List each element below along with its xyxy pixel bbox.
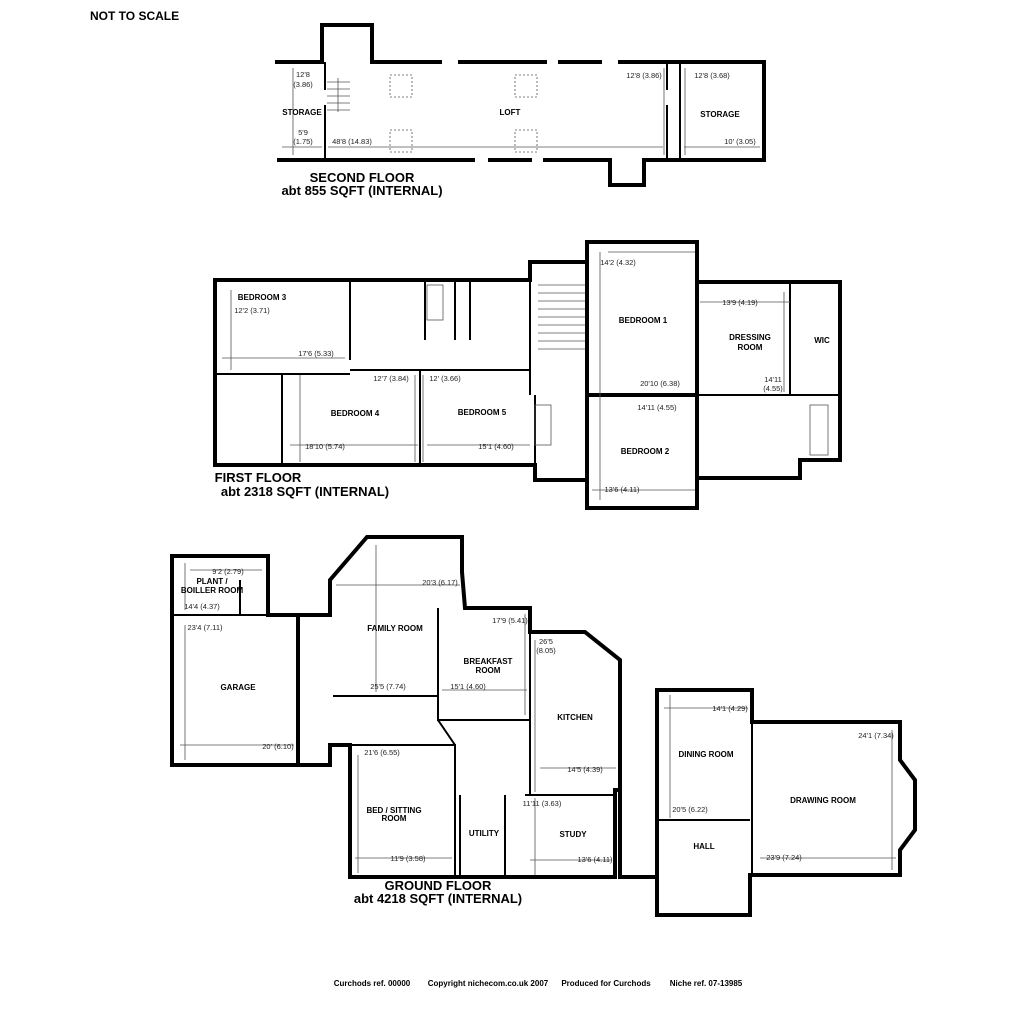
- room-label-study: STUDY: [559, 830, 587, 839]
- kitchen-dim-a: 26'5: [539, 637, 553, 646]
- footer: Curchods ref. 00000 Copyright nichecom.c…: [334, 979, 743, 988]
- storage-left-dim-width-metric: (1.75): [293, 137, 313, 146]
- breakfast-room-dim-a: 17'9 (5.41): [492, 616, 528, 625]
- ground-floor-title: GROUND FLOOR: [385, 878, 492, 893]
- bedroom-5-dim-b: 15'1 (4.60): [478, 442, 514, 451]
- ground-floor-area: abt 4218 SQFT (INTERNAL): [354, 891, 522, 906]
- room-label-hall: HALL: [693, 842, 714, 851]
- first-floor-plan: BEDROOM 3 12'2 (3.71) 17'6 (5.33) BEDROO…: [213, 240, 842, 510]
- room-label-bedroom-1: BEDROOM 1: [619, 316, 668, 325]
- dining-room-dim-a: 14'1 (4.29): [712, 704, 748, 713]
- plant-room-dim-a: 9'2 (2.79): [212, 567, 244, 576]
- storage-left-dim-height-metric: (3.86): [293, 80, 313, 89]
- room-label-bedroom-2: BEDROOM 2: [621, 447, 670, 456]
- room-label-bedroom-5: BEDROOM 5: [458, 408, 507, 417]
- kitchen-dim-b: 14'5 (4.39): [567, 765, 603, 774]
- first-floor-area: abt 2318 SQFT (INTERNAL): [221, 484, 389, 499]
- ground-floor-plan: 9'2 (2.79) PLANT / BOILLER ROOM 14'4 (4.…: [170, 535, 917, 917]
- bed-sitting-dim-a: 21'6 (6.55): [364, 748, 400, 757]
- drawing-room-dim-a: 24'1 (7.34): [858, 731, 894, 740]
- room-label-dressing: DRESSING: [729, 333, 771, 342]
- dressing-room-dim-a: 13'9 (4.19): [722, 298, 758, 307]
- room-label-storage-left: STORAGE: [282, 108, 322, 117]
- bedroom-3-dim-b: 17'6 (5.33): [298, 349, 334, 358]
- room-label-drawing: DRAWING ROOM: [790, 796, 856, 805]
- room-label-breakfast-line2: ROOM: [476, 666, 501, 675]
- room-label-loft: LOFT: [500, 108, 521, 117]
- study-dim-b: 13'6 (4.11): [577, 855, 613, 864]
- garage-dim-b: 20' (6.10): [262, 742, 294, 751]
- storage-left-dim-height: 12'8: [296, 70, 310, 79]
- bedroom-2-dim-b: 13'6 (4.11): [604, 485, 640, 494]
- room-label-storage-right: STORAGE: [700, 110, 740, 119]
- bedroom-3-dim-a: 12'2 (3.71): [234, 306, 270, 315]
- breakfast-room-dim-b: 15'1 (4.60): [450, 682, 486, 691]
- family-room-dim-b: 25'5 (7.74): [370, 682, 406, 691]
- room-label-kitchen: KITCHEN: [557, 713, 593, 722]
- storage-right-dim-height: 12'8 (3.68): [694, 71, 730, 80]
- not-to-scale-note: NOT TO SCALE: [90, 9, 179, 23]
- room-label-garage: GARAGE: [220, 683, 256, 692]
- room-label-plant: PLANT /: [196, 577, 228, 586]
- room-label-bed-sitting-line2: ROOM: [382, 814, 407, 823]
- room-label-dining: DINING ROOM: [678, 750, 733, 759]
- dining-room-dim-b: 20'5 (6.22): [672, 805, 708, 814]
- room-label-wic: WIC: [814, 336, 830, 345]
- room-label-breakfast: BREAKFAST: [464, 657, 513, 666]
- bedroom-1-dim-b: 20'10 (6.38): [640, 379, 680, 388]
- second-floor-title: SECOND FLOOR: [310, 170, 415, 185]
- plant-room-dim-b: 14'4 (4.37): [184, 602, 220, 611]
- room-label-plant-line2: BOILLER ROOM: [181, 586, 244, 595]
- first-floor-title: FIRST FLOOR: [215, 470, 302, 485]
- storage-left-dim-width: 5'9: [298, 128, 308, 137]
- loft-dim-width: 12'8 (3.86): [626, 71, 662, 80]
- footer-copyright: Copyright nichecom.co.uk 2007: [428, 979, 549, 988]
- room-label-bedroom-4: BEDROOM 4: [331, 409, 380, 418]
- bedroom-4-dim-b: 18'10 (5.74): [305, 442, 345, 451]
- dressing-room-dim-b: 14'11: [764, 375, 782, 384]
- storage-right-dim-width: 10' (3.05): [724, 137, 756, 146]
- family-room-dim-a: 20'3 (6.17): [422, 578, 458, 587]
- footer-produced: Produced for Curchods: [561, 979, 651, 988]
- second-floor-area: abt 855 SQFT (INTERNAL): [281, 183, 442, 198]
- room-label-bed-sitting: BED / SITTING: [366, 806, 421, 815]
- loft-dim-length: 48'8 (14.83): [332, 137, 372, 146]
- bedroom-1-dim-a: 14'2 (4.32): [600, 258, 636, 267]
- bedroom-4-dim-a: 12'7 (3.84): [373, 374, 409, 383]
- drawing-room-dim-b: 23'9 (7.24): [766, 853, 802, 862]
- room-label-family: FAMILY ROOM: [367, 624, 423, 633]
- second-floor-plan: 12'8 (3.86) STORAGE 5'9 (1.75) 48'8 (14.…: [275, 23, 766, 198]
- bedroom-2-dim-a: 14'11 (4.55): [637, 403, 677, 412]
- bedroom-5-dim-a: 12' (3.66): [429, 374, 461, 383]
- kitchen-dim-a-metric: (8.05): [536, 646, 556, 655]
- footer-ref: Curchods ref. 00000: [334, 979, 411, 988]
- room-label-bedroom-3: BEDROOM 3: [238, 293, 287, 302]
- garage-dim-a: 23'4 (7.11): [187, 623, 223, 632]
- dressing-room-dim-b-metric: (4.55): [763, 384, 783, 393]
- footer-niche-ref: Niche ref. 07-13985: [670, 979, 743, 988]
- room-label-dressing-line2: ROOM: [738, 343, 763, 352]
- room-label-utility: UTILITY: [469, 829, 500, 838]
- study-dim-a: 11'11 (3.63): [523, 799, 562, 808]
- bed-sitting-dim-b: 11'9 (3.58): [390, 854, 426, 863]
